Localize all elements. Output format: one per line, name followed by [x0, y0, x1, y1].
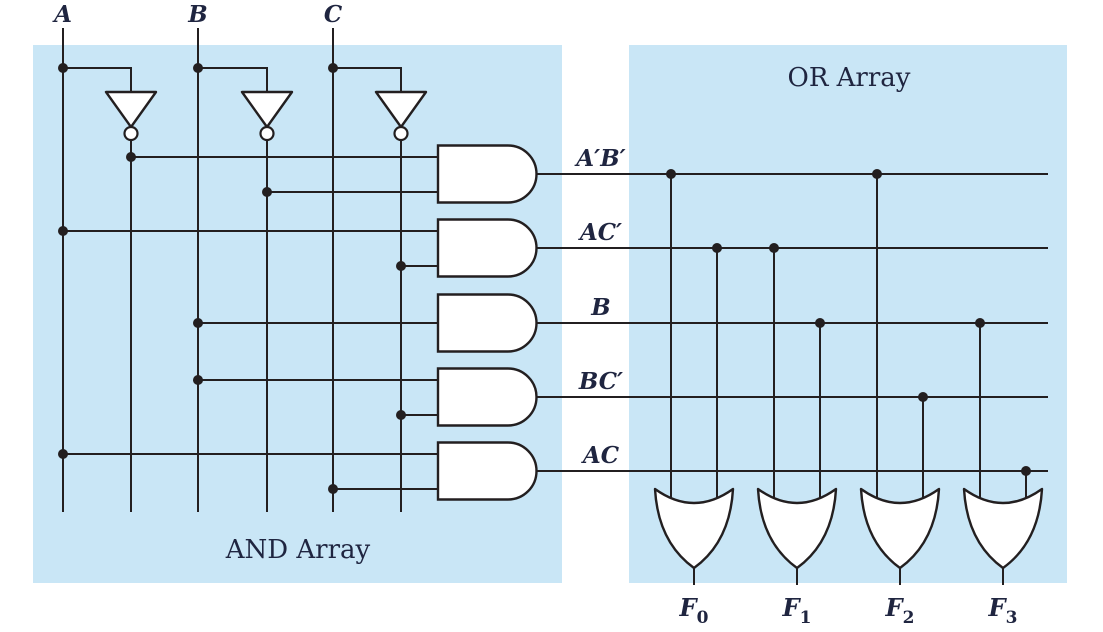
inverter-branch-wire	[198, 67, 268, 92]
inverter-bubble-icon	[393, 125, 409, 142]
input-label: A	[52, 1, 72, 28]
product-term-label: B	[590, 294, 610, 321]
output-label-subscript: 3	[1006, 608, 1018, 628]
and-gate	[436, 441, 538, 501]
output-label: F1	[782, 593, 812, 628]
junction-dot	[975, 318, 985, 328]
or-gate	[756, 487, 838, 570]
junction-dot	[193, 375, 203, 385]
inverter-icon	[240, 90, 294, 129]
output-label-base: F	[885, 593, 905, 622]
inverter-branch-wire	[333, 67, 402, 92]
or-gate	[653, 487, 735, 570]
output-label-subscript: 1	[800, 608, 812, 628]
junction-dot	[396, 261, 406, 271]
wires	[62, 28, 1048, 585]
inverter-branch-wire	[63, 67, 132, 92]
or-array-title: OR Array	[788, 63, 911, 93]
junction-dot	[815, 318, 825, 328]
junction-dot	[396, 410, 406, 420]
output-label-subscript: 2	[903, 608, 915, 628]
and-gate	[436, 293, 538, 353]
junction-dots	[58, 63, 1031, 494]
output-label-base: F	[679, 593, 699, 622]
junction-dot	[58, 449, 68, 459]
junction-dot	[769, 243, 779, 253]
and-gate	[436, 218, 538, 278]
inverter-bubble-icon	[123, 125, 139, 142]
junction-dot	[712, 243, 722, 253]
junction-dot	[328, 484, 338, 494]
junction-dot	[262, 187, 272, 197]
inverter-bubble-icon	[259, 125, 275, 142]
output-label: F2	[885, 593, 915, 628]
input-label: C	[324, 1, 343, 28]
product-term-label: A′B′	[574, 145, 625, 172]
junction-dot	[328, 63, 338, 73]
output-label-base: F	[782, 593, 802, 622]
junction-dot	[58, 226, 68, 236]
or-gate	[962, 487, 1044, 570]
output-label-base: F	[988, 593, 1008, 622]
product-term-label: AC′	[578, 219, 622, 246]
or-gate	[859, 487, 941, 570]
product-term-label: BC′	[578, 368, 623, 395]
and-gate	[436, 367, 538, 427]
gates	[104, 90, 1044, 570]
inverter-icon	[104, 90, 158, 129]
junction-dot	[1021, 466, 1031, 476]
junction-dot	[918, 392, 928, 402]
junction-dot	[872, 169, 882, 179]
or-array-box	[629, 45, 1067, 583]
junction-dot	[193, 318, 203, 328]
junction-dot	[126, 152, 136, 162]
inverter-icon	[374, 90, 428, 129]
output-label-subscript: 0	[697, 608, 709, 628]
input-label: B	[187, 1, 207, 28]
junction-dot	[58, 63, 68, 73]
output-label: F3	[988, 593, 1018, 628]
product-term-label: AC	[581, 442, 620, 469]
junction-dot	[666, 169, 676, 179]
and-gate	[436, 144, 538, 204]
output-label: F0	[679, 593, 709, 628]
junction-dot	[193, 63, 203, 73]
and-array-title: AND Array	[225, 535, 371, 565]
